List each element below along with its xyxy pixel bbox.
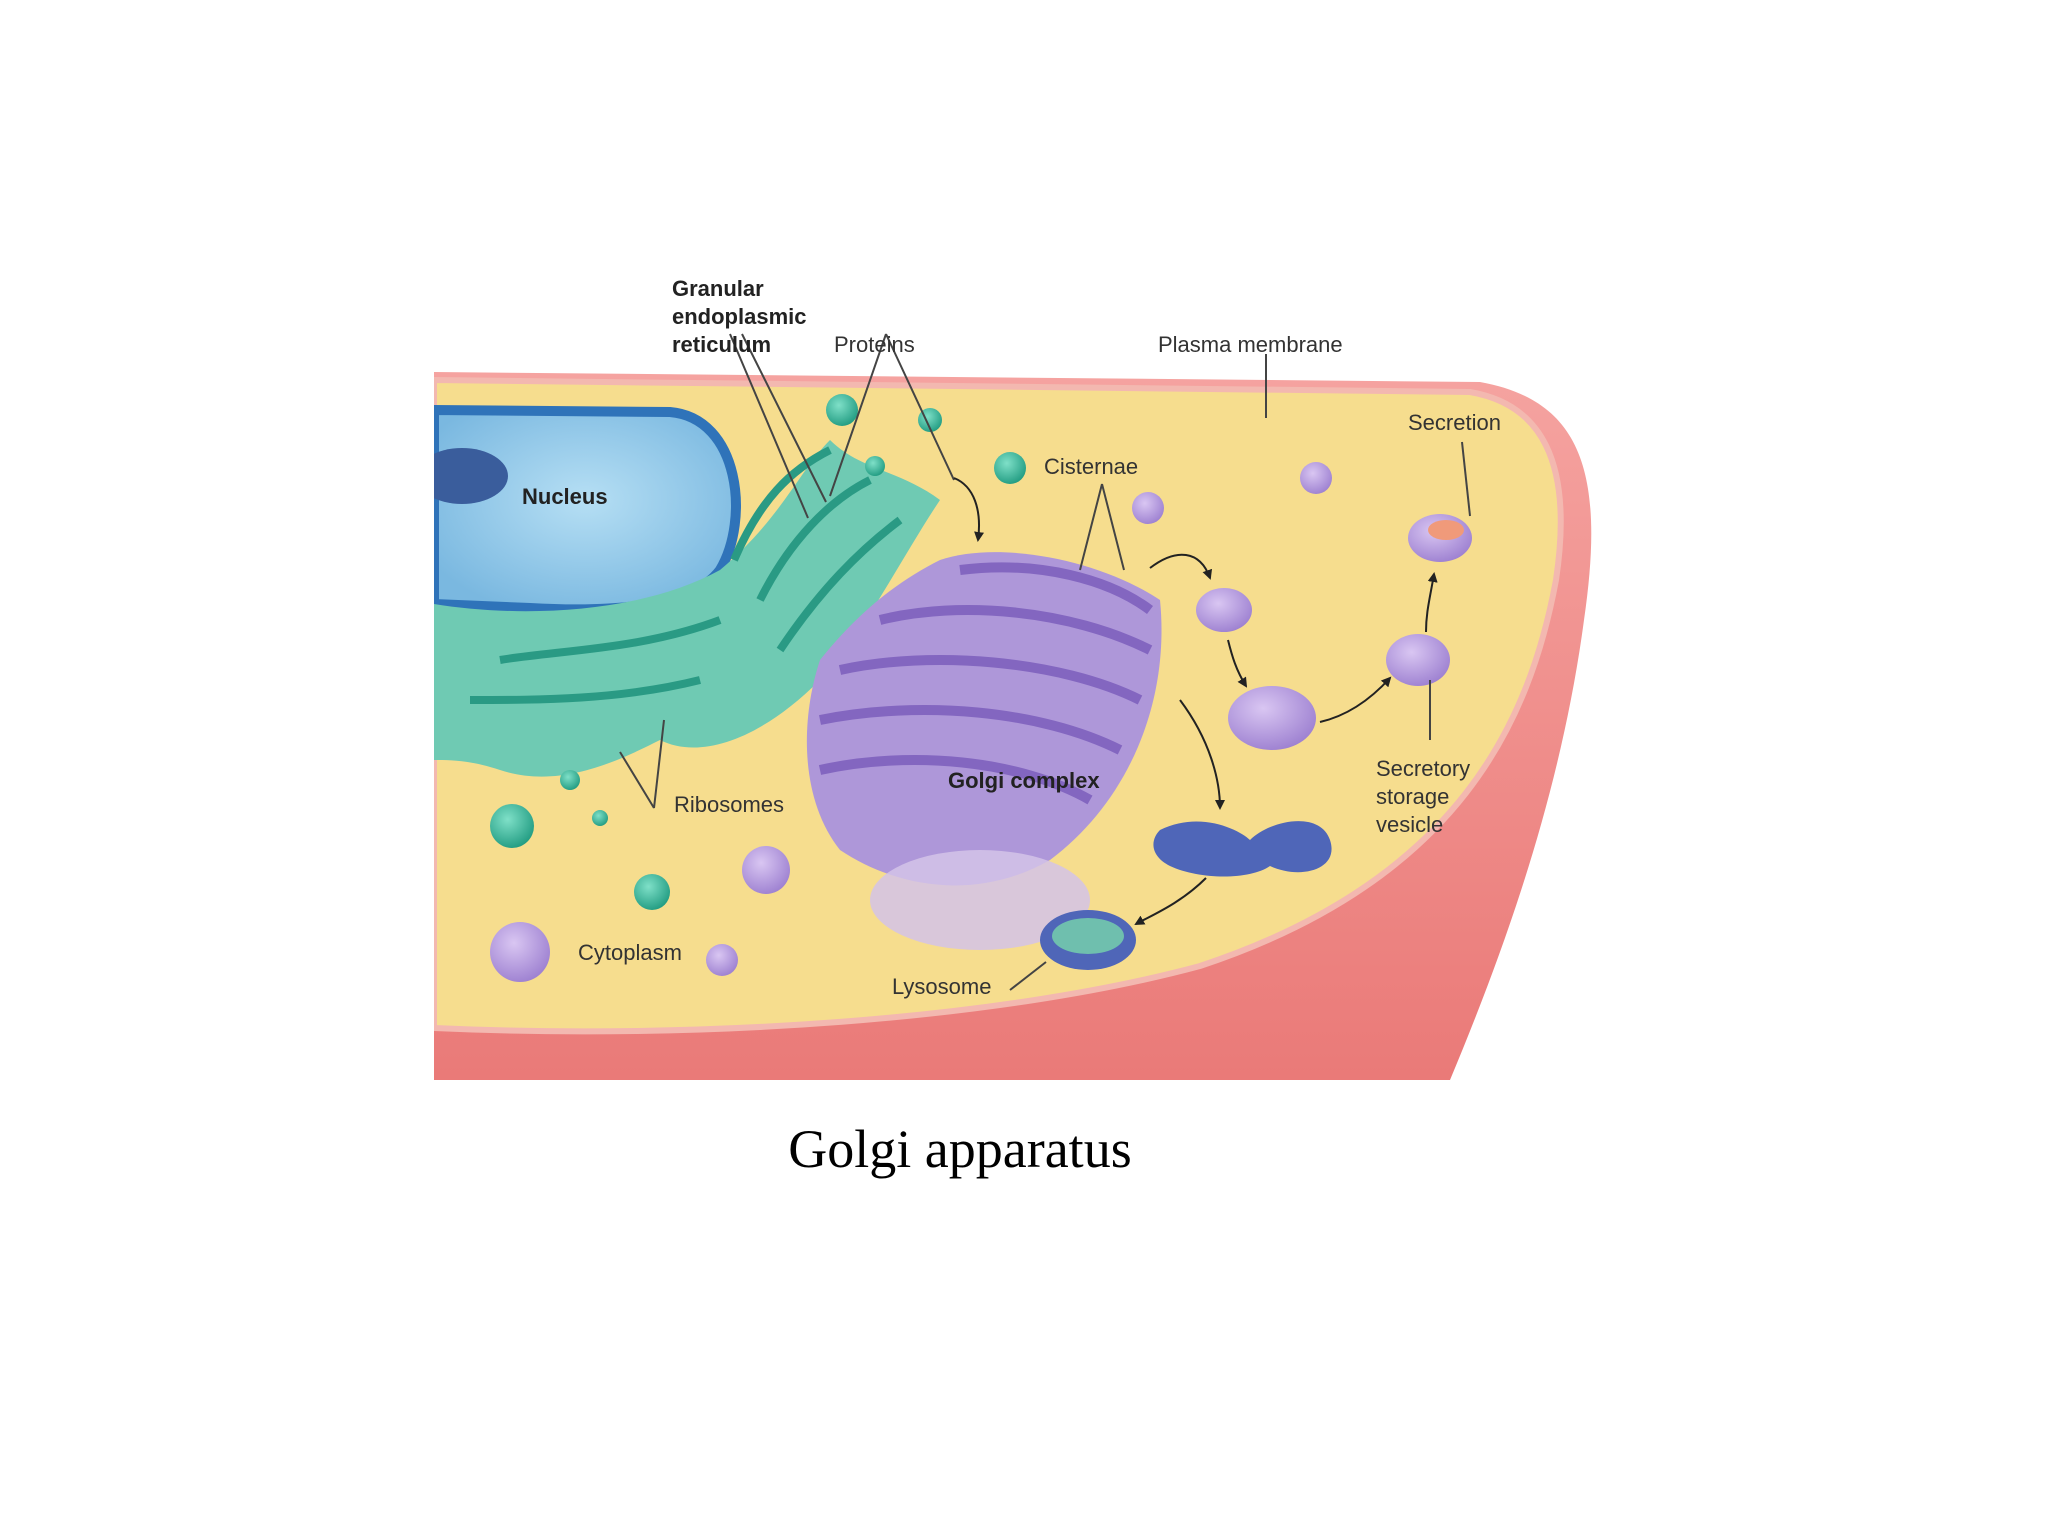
secretion-content xyxy=(1428,520,1464,540)
label-proteins: Proteins xyxy=(834,332,915,357)
label-lysosome: Lysosome xyxy=(892,974,991,999)
nucleolus xyxy=(434,448,508,504)
lysosomes xyxy=(1040,821,1332,970)
free-vesicle xyxy=(1300,462,1332,494)
labels: Granular endoplasmic reticulum Proteins … xyxy=(522,276,1501,999)
free-particle xyxy=(826,394,858,426)
label-secretory-line2: storage xyxy=(1376,784,1449,809)
label-granular-er-line2: endoplasmic xyxy=(672,304,806,329)
budding-lysosome xyxy=(1153,821,1332,877)
flow-arrow xyxy=(1149,553,1213,580)
label-cisternae: Cisternae xyxy=(1044,454,1138,479)
figure-caption: Golgi apparatus xyxy=(788,1119,1132,1179)
label-plasma-membrane: Plasma membrane xyxy=(1158,332,1343,357)
free-particle xyxy=(560,770,580,790)
flow-arrow xyxy=(1319,676,1392,723)
cell xyxy=(434,372,1592,1080)
label-secretion: Secretion xyxy=(1408,410,1501,435)
free-particle xyxy=(994,452,1026,484)
vesicle xyxy=(1228,686,1316,750)
flow-arrow xyxy=(1179,699,1225,810)
label-secretory-line3: vesicle xyxy=(1376,812,1443,837)
free-vesicle xyxy=(1132,492,1164,524)
flow-arrow xyxy=(1425,572,1438,633)
free-particle xyxy=(490,804,534,848)
label-nucleus: Nucleus xyxy=(522,484,608,509)
label-golgi-complex: Golgi complex xyxy=(948,768,1100,793)
free-particle xyxy=(865,456,885,476)
secretory-storage-vesicle xyxy=(1386,634,1450,686)
flow-arrows xyxy=(953,477,1438,925)
vesicles xyxy=(1196,514,1472,750)
nucleus xyxy=(434,404,741,615)
free-particle xyxy=(634,874,670,910)
label-cytoplasm: Cytoplasm xyxy=(578,940,682,965)
golgi-complex xyxy=(806,552,1162,950)
label-granular-er-line3: reticulum xyxy=(672,332,771,357)
granular-endoplasmic-reticulum xyxy=(434,440,940,777)
flow-arrow xyxy=(1227,639,1248,688)
flow-arrow xyxy=(953,477,985,542)
vesicle xyxy=(1196,588,1252,632)
label-secretory-line1: Secretory xyxy=(1376,756,1470,781)
free-vesicle xyxy=(742,846,790,894)
free-vesicle xyxy=(490,922,550,982)
free-vesicle xyxy=(706,944,738,976)
free-particle xyxy=(592,810,608,826)
flow-arrow xyxy=(1134,877,1207,925)
leader-lines xyxy=(619,333,1471,991)
label-granular-er-line1: Granular xyxy=(672,276,764,301)
label-ribosomes: Ribosomes xyxy=(674,792,784,817)
